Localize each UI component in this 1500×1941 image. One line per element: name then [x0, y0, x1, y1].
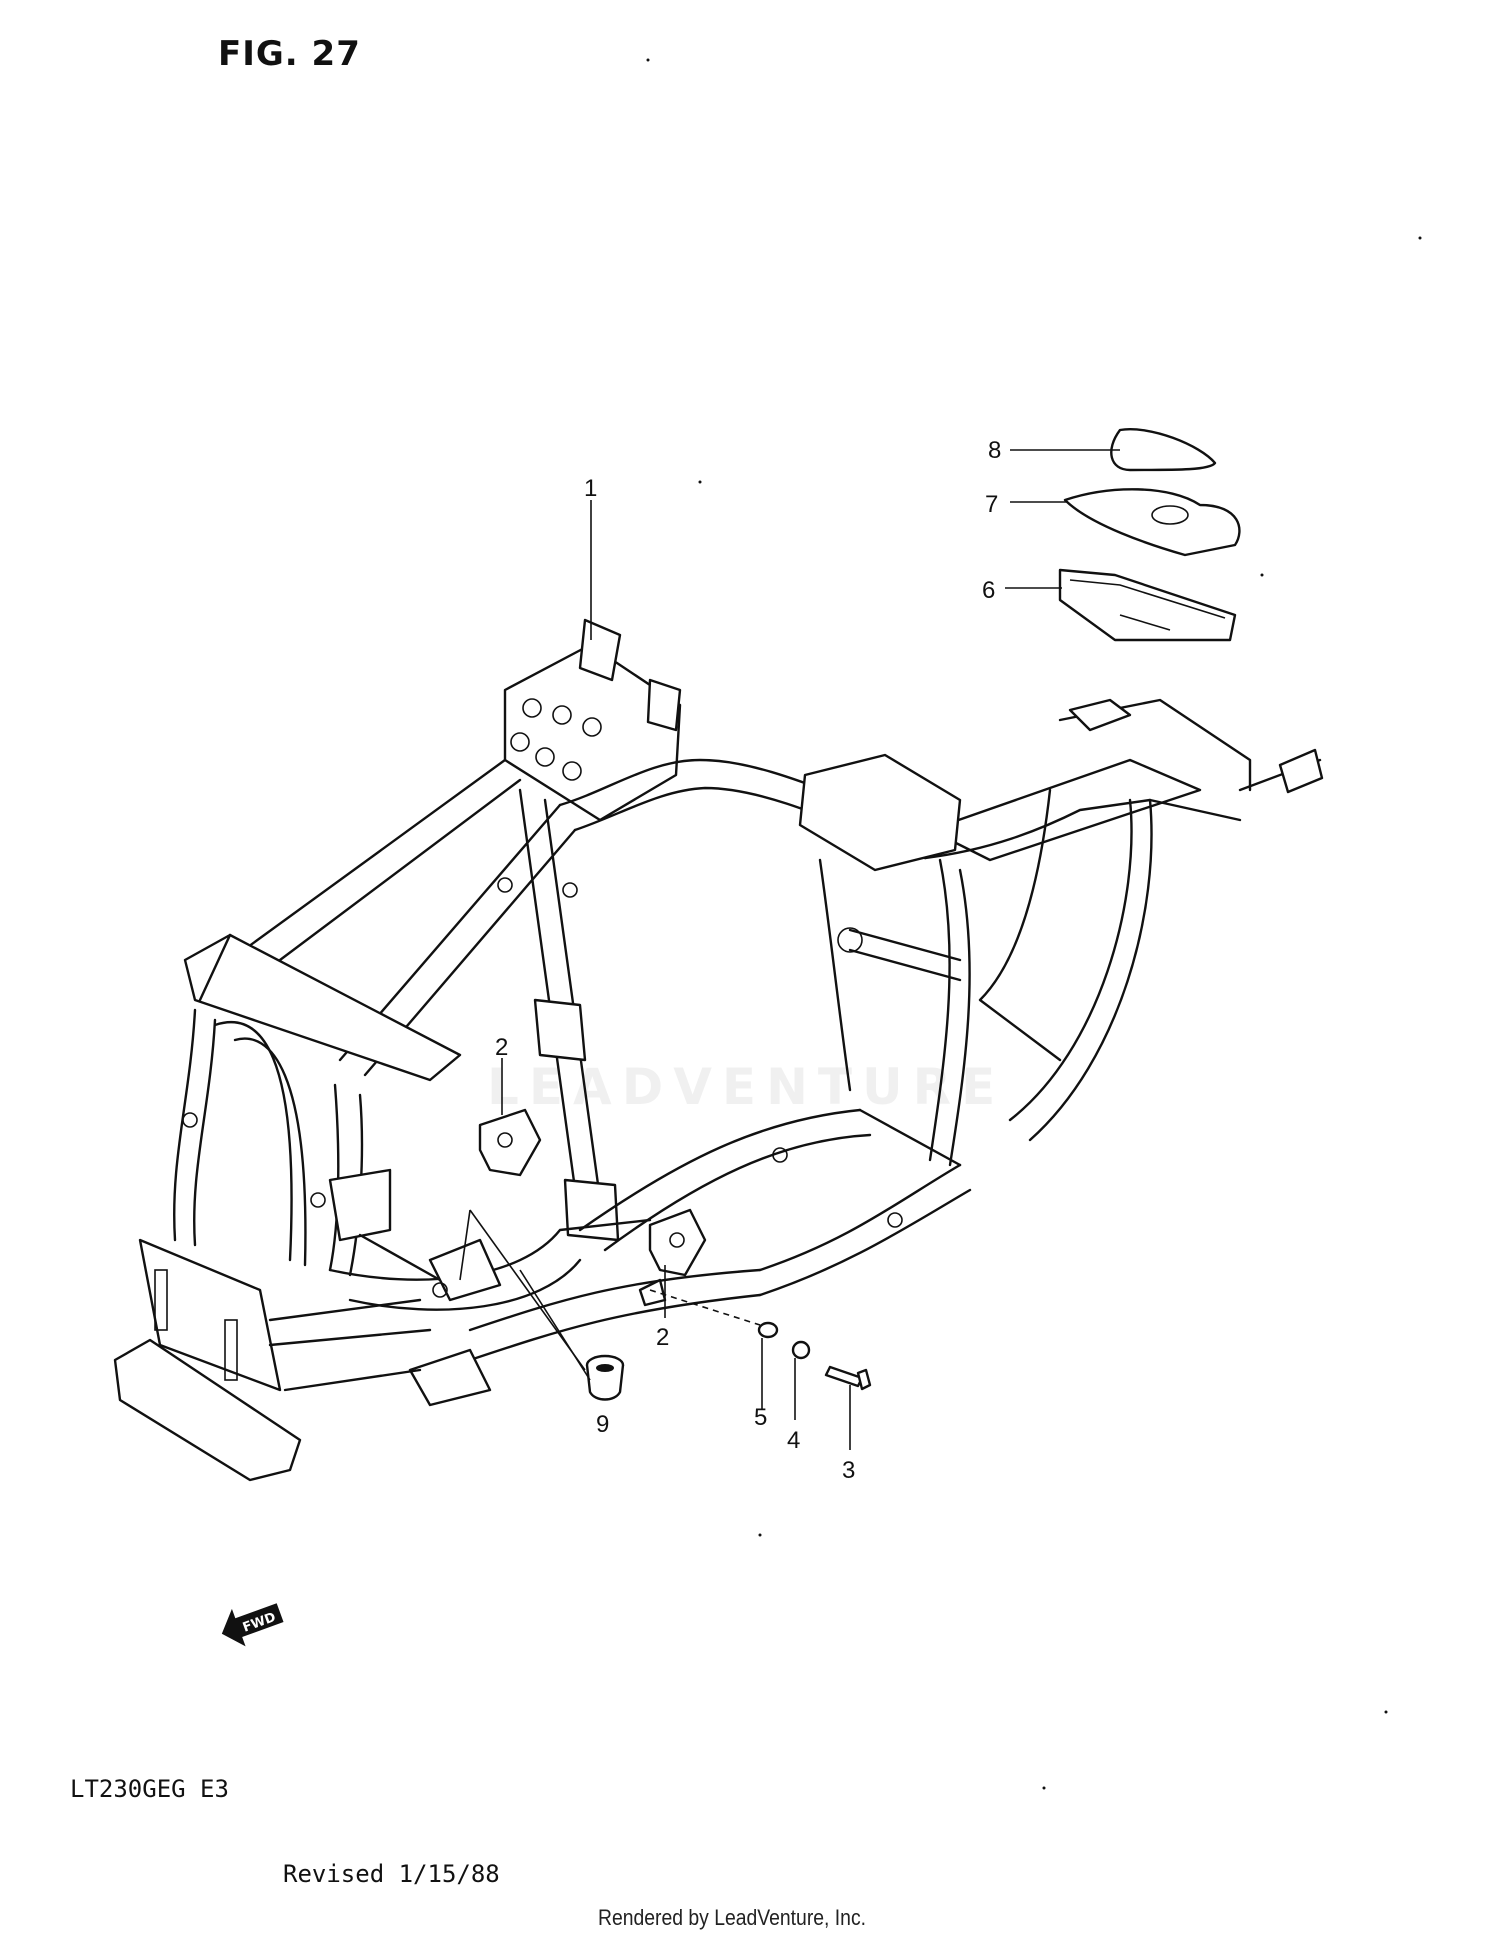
callout-8: 8 — [988, 437, 1001, 464]
callout-2-right: 2 — [656, 1324, 669, 1351]
part-8-band — [1110, 428, 1217, 472]
model-code: LT230GEG E3 — [70, 1775, 229, 1803]
render-credit: Rendered by LeadVenture, Inc. — [598, 1905, 867, 1930]
callout-7: 7 — [985, 491, 998, 518]
revision-date: Revised 1/15/88 — [283, 1860, 500, 1888]
part-2-plate-left — [478, 1108, 542, 1177]
callout-6: 6 — [982, 577, 995, 604]
callout-3: 3 — [842, 1457, 855, 1484]
fwd-arrow-icon: FWD — [221, 1603, 284, 1647]
figure-title: FIG. 27 — [218, 34, 361, 74]
part-9-bushing — [585, 1354, 625, 1401]
callout-9: 9 — [596, 1411, 609, 1438]
callout-4: 4 — [787, 1427, 800, 1454]
part-7-cover — [1063, 488, 1241, 557]
leader-lines — [459, 449, 1120, 1450]
callout-5: 5 — [754, 1404, 767, 1431]
scan-specks — [646, 58, 1422, 1790]
part-4-nut — [791, 1340, 811, 1360]
part-2-plate-right — [648, 1208, 707, 1277]
callout-2-left: 2 — [495, 1034, 508, 1061]
part-6-tray — [1058, 568, 1237, 642]
part-5-washer — [757, 1321, 779, 1339]
callout-labels: 1 2 2 3 4 5 6 7 8 9 — [495, 437, 1001, 1484]
callout-1: 1 — [584, 475, 597, 502]
watermark-text: LEADVENTURE — [487, 1058, 1006, 1116]
part-3-bolt — [824, 1365, 872, 1391]
main-frame — [113, 618, 1324, 1482]
